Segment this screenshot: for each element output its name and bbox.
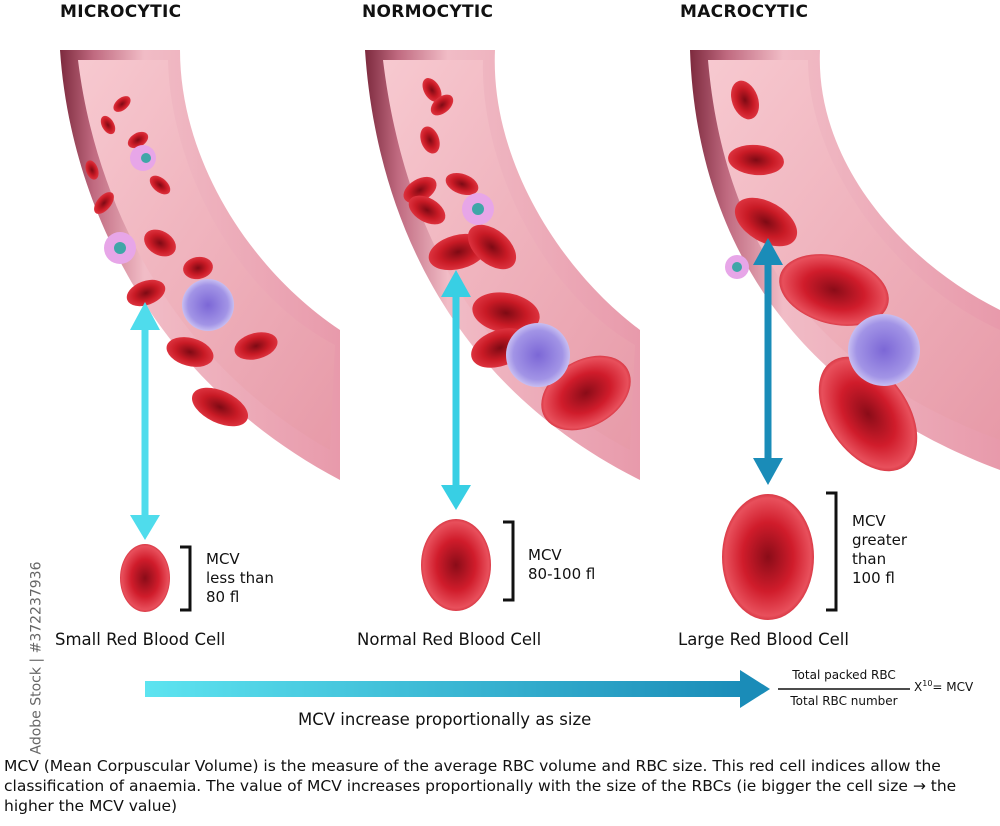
heading-microcytic: MICROCYTIC [60, 2, 182, 22]
size-arrow-normocytic [441, 270, 471, 510]
label-normal-rbc: Normal Red Blood Cell [357, 630, 542, 649]
bracket-normocytic [503, 520, 515, 602]
size-arrow-microcytic [130, 302, 160, 540]
heading-normocytic: NORMOCYTIC [362, 2, 494, 22]
normocytic-rbc-cluster [403, 78, 631, 431]
mcv-range-macrocytic: MCV greater than 100 fl [852, 512, 908, 587]
formula-denominator: Total RBC number [790, 694, 898, 708]
stock-watermark: Adobe Stock | #372237936 [28, 561, 45, 755]
mcv-increase-arrow [145, 670, 770, 708]
label-large-rbc: Large Red Blood Cell [678, 630, 849, 649]
mcv-increase-caption: MCV increase proportionally as size [298, 710, 592, 729]
mcv-description: MCV (Mean Corpuscular Volume) is the mea… [4, 757, 957, 815]
large-rbc [722, 494, 814, 620]
formula-result: X10= MCV [914, 679, 973, 694]
bracket-microcytic [180, 545, 192, 612]
microcytic-rbc-cluster [85, 96, 278, 427]
mcv-range-microcytic: MCV less than 80 fl [206, 550, 274, 606]
bracket-macrocytic [826, 491, 838, 612]
small-rbc [120, 544, 170, 612]
formula-equals-mcv: = MCV [932, 680, 974, 694]
label-small-rbc: Small Red Blood Cell [55, 630, 226, 649]
formula-numerator: Total packed RBC [792, 668, 896, 682]
size-arrow-macrocytic [753, 238, 783, 485]
normal-rbc [421, 519, 491, 611]
macrocytic-rbc-cluster [725, 80, 920, 472]
mcv-range-normocytic: MCV 80-100 fl [528, 546, 596, 583]
formula-exponent: 10 [922, 679, 933, 688]
heading-macrocytic: MACROCYTIC [680, 2, 809, 22]
formula-multiplier: X [914, 680, 923, 694]
